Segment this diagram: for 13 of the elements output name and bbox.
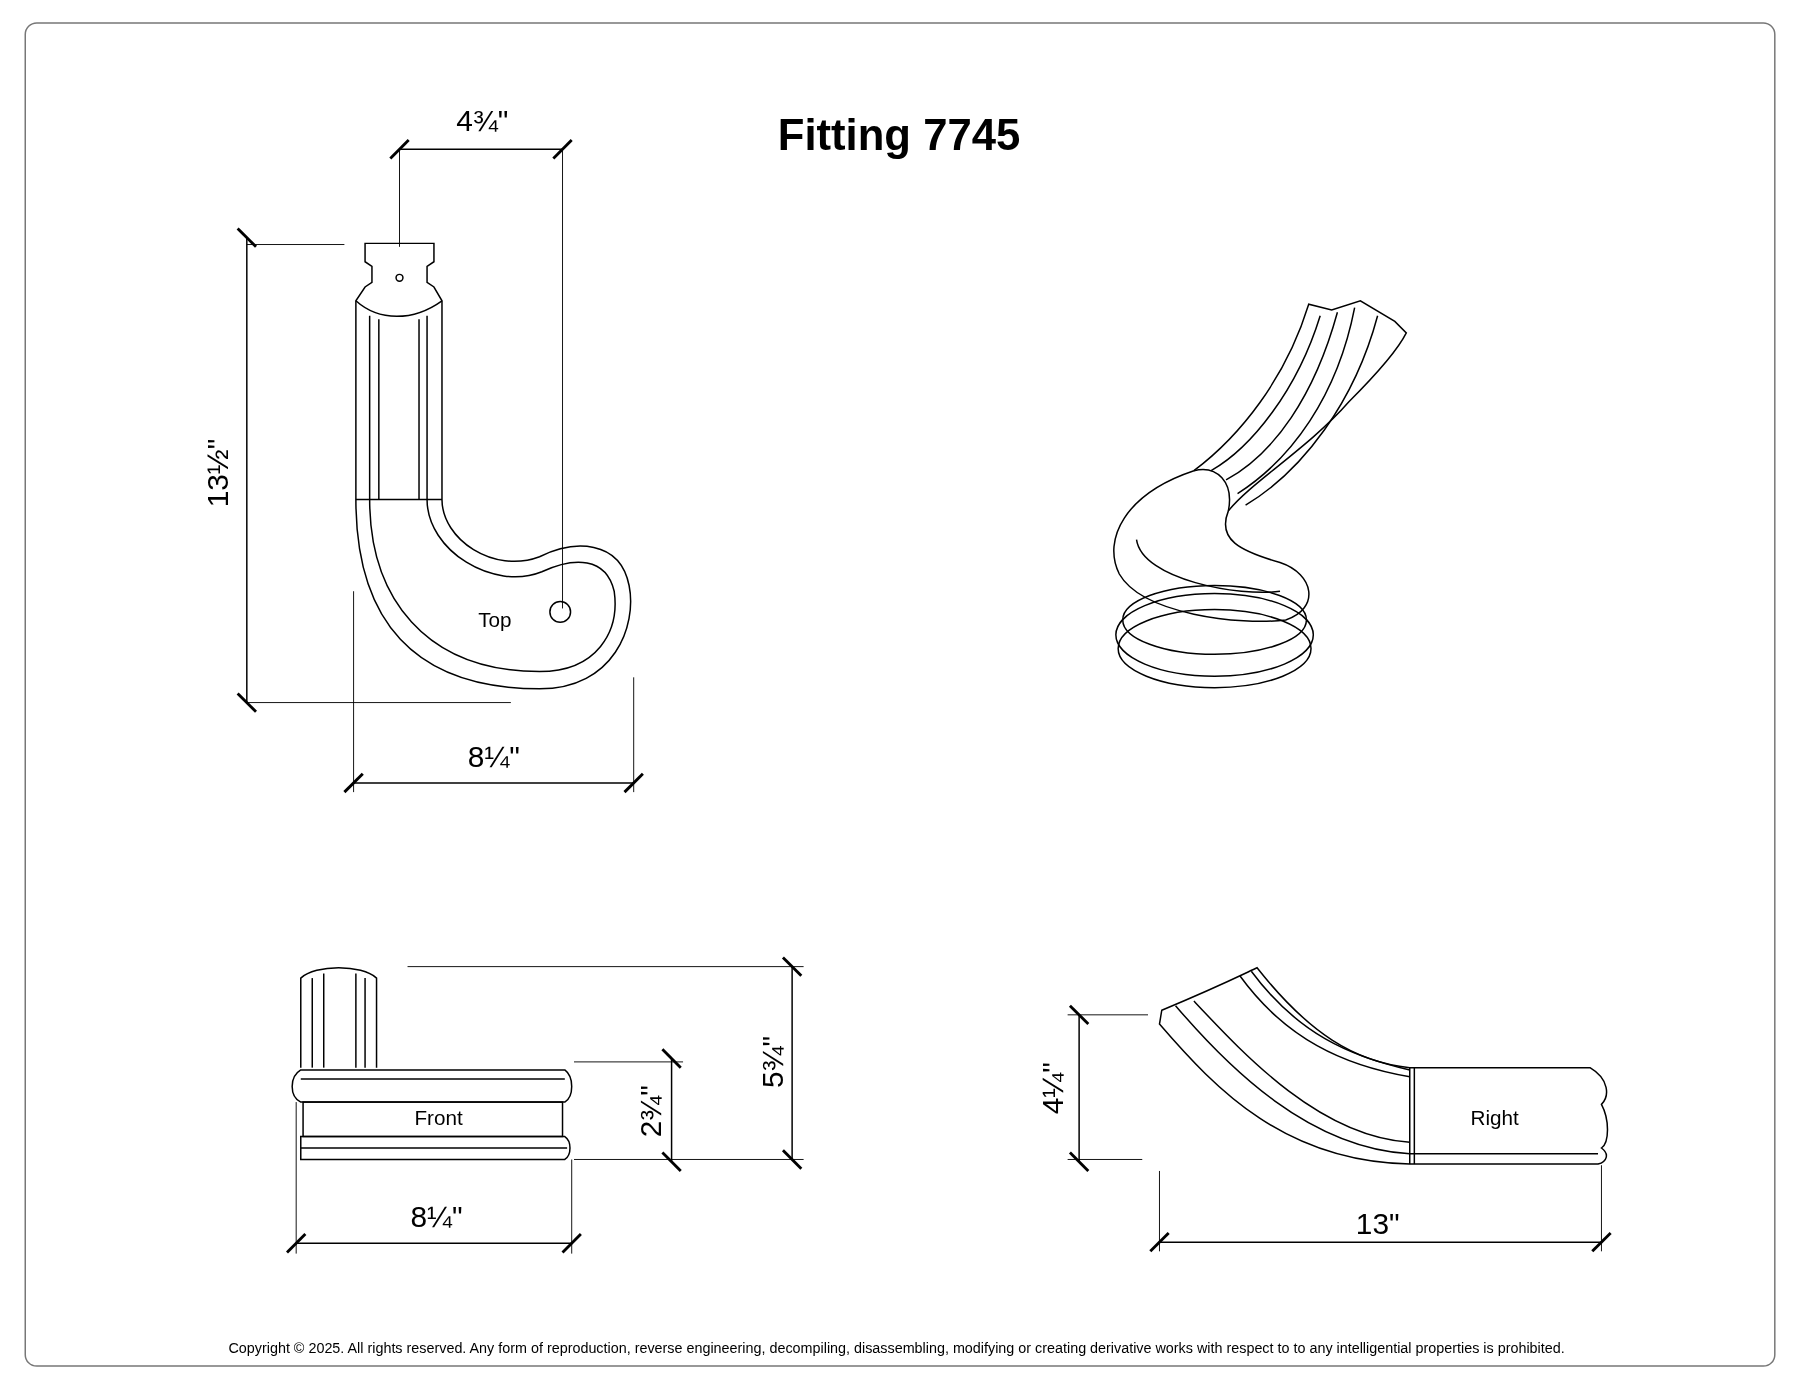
view-label: Right bbox=[1470, 1107, 1519, 1129]
dimension-label: 5¾" bbox=[756, 1035, 787, 1088]
title-text: Fitting 7745 bbox=[777, 113, 1021, 158]
dimension-label: 13" bbox=[1355, 1208, 1400, 1239]
view-label: Front bbox=[414, 1107, 463, 1129]
view-label: Top bbox=[478, 609, 512, 631]
dimension-label: 8¼" bbox=[467, 741, 520, 772]
copyright-notice: Copyright © 2025. All rights reserved. Any form of reproduction, reverse engineering, decompiling, disassembling, modifying or creating derivative works with respect to to any intelligential properties is prohibited. bbox=[228, 1341, 1565, 1356]
dimension-label: 13½" bbox=[203, 438, 233, 508]
dimension-label: 4¾" bbox=[456, 105, 509, 136]
dimension-label: 8¼" bbox=[410, 1201, 463, 1232]
dimension-label: 4¼" bbox=[1036, 1062, 1067, 1115]
dimension-label: 2¾" bbox=[635, 1085, 665, 1138]
